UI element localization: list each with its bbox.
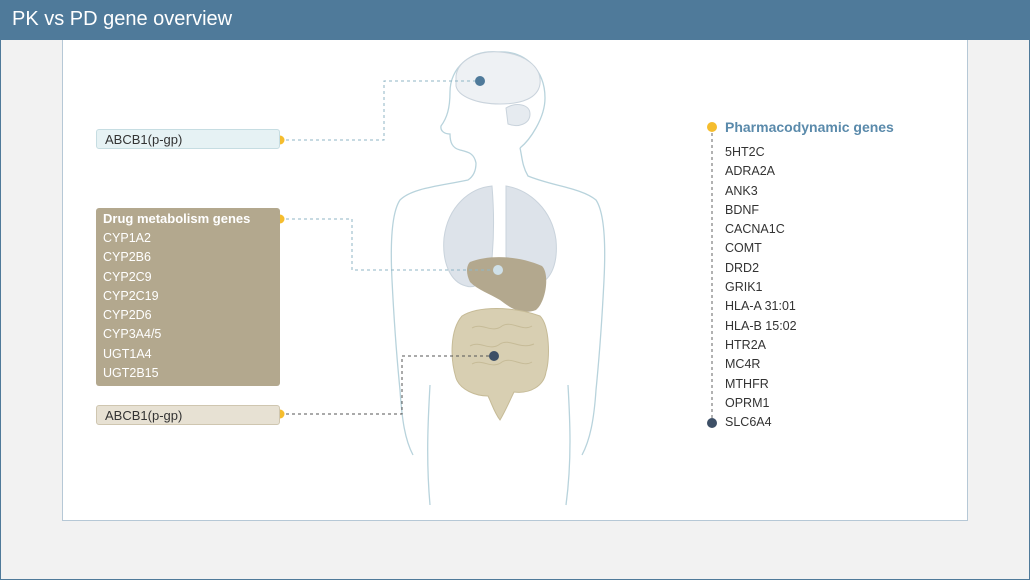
liver-marker [493,265,503,275]
body-outline [390,51,606,506]
pd-gene: SLC6A4 [725,415,772,430]
pd-gene: CACNA1C [725,222,785,237]
liver-connector [280,218,493,271]
metabolism-gene: CYP2C9 [103,269,152,284]
pd-gene: HLA-B 15:02 [725,318,797,333]
intestine-marker [489,351,499,361]
intestine-connector [280,355,489,415]
brain-connector [280,80,475,141]
intestine-transporter-label: ABCB1(p-gp) [96,405,280,425]
pharmacodynamic-gene-list: 5HT2C ADRA2A ANK3 BDNF CACNA1C COMT DRD2… [725,145,797,434]
pd-gene: MC4R [725,357,761,372]
metabolism-gene: CYP2B6 [103,250,151,265]
pd-bottom-dot [707,418,717,428]
pd-gene: 5HT2C [725,145,765,159]
metabolism-gene: CYP2C19 [103,288,159,303]
pd-gene: ANK3 [725,183,758,198]
intestine-shape [451,308,549,421]
pd-gene: DRD2 [725,260,760,275]
pd-gene: HLA-A 31:01 [725,299,796,314]
brain-transporter-label: ABCB1(p-gp) [96,129,280,149]
pd-gene: HTR2A [725,337,766,352]
metabolism-gene: UGT2B15 [103,366,159,381]
cerebellum-shape [505,104,531,127]
pd-gene: ADRA2A [725,164,776,179]
metabolism-gene: CYP2D6 [103,308,152,323]
liver-shape [467,257,547,312]
pd-gene: OPRM1 [725,395,770,410]
brain-shape [455,51,541,105]
metabolism-gene: CYP3A4/5 [103,327,162,342]
brain-marker [475,76,485,86]
pharmacodynamic-title: Pharmacodynamic genes [725,119,894,135]
drug-metabolism-box: Drug metabolism genes CYP1A2 CYP2B6 CYP2… [96,208,280,386]
drug-metabolism-title: Drug metabolism genes [103,211,251,226]
metabolism-gene: UGT1A4 [103,346,152,361]
pd-gene: MTHFR [725,376,769,391]
pd-top-dot [707,122,717,132]
pd-gene: BDNF [725,202,760,217]
page-title: PK vs PD gene overview [12,8,233,30]
intestine-folds [469,323,535,366]
pd-gene: COMT [725,241,762,256]
title-bar: PK vs PD gene overview [0,0,1030,40]
metabolism-gene: CYP1A2 [103,231,151,245]
pd-gene: GRIK1 [725,280,763,295]
